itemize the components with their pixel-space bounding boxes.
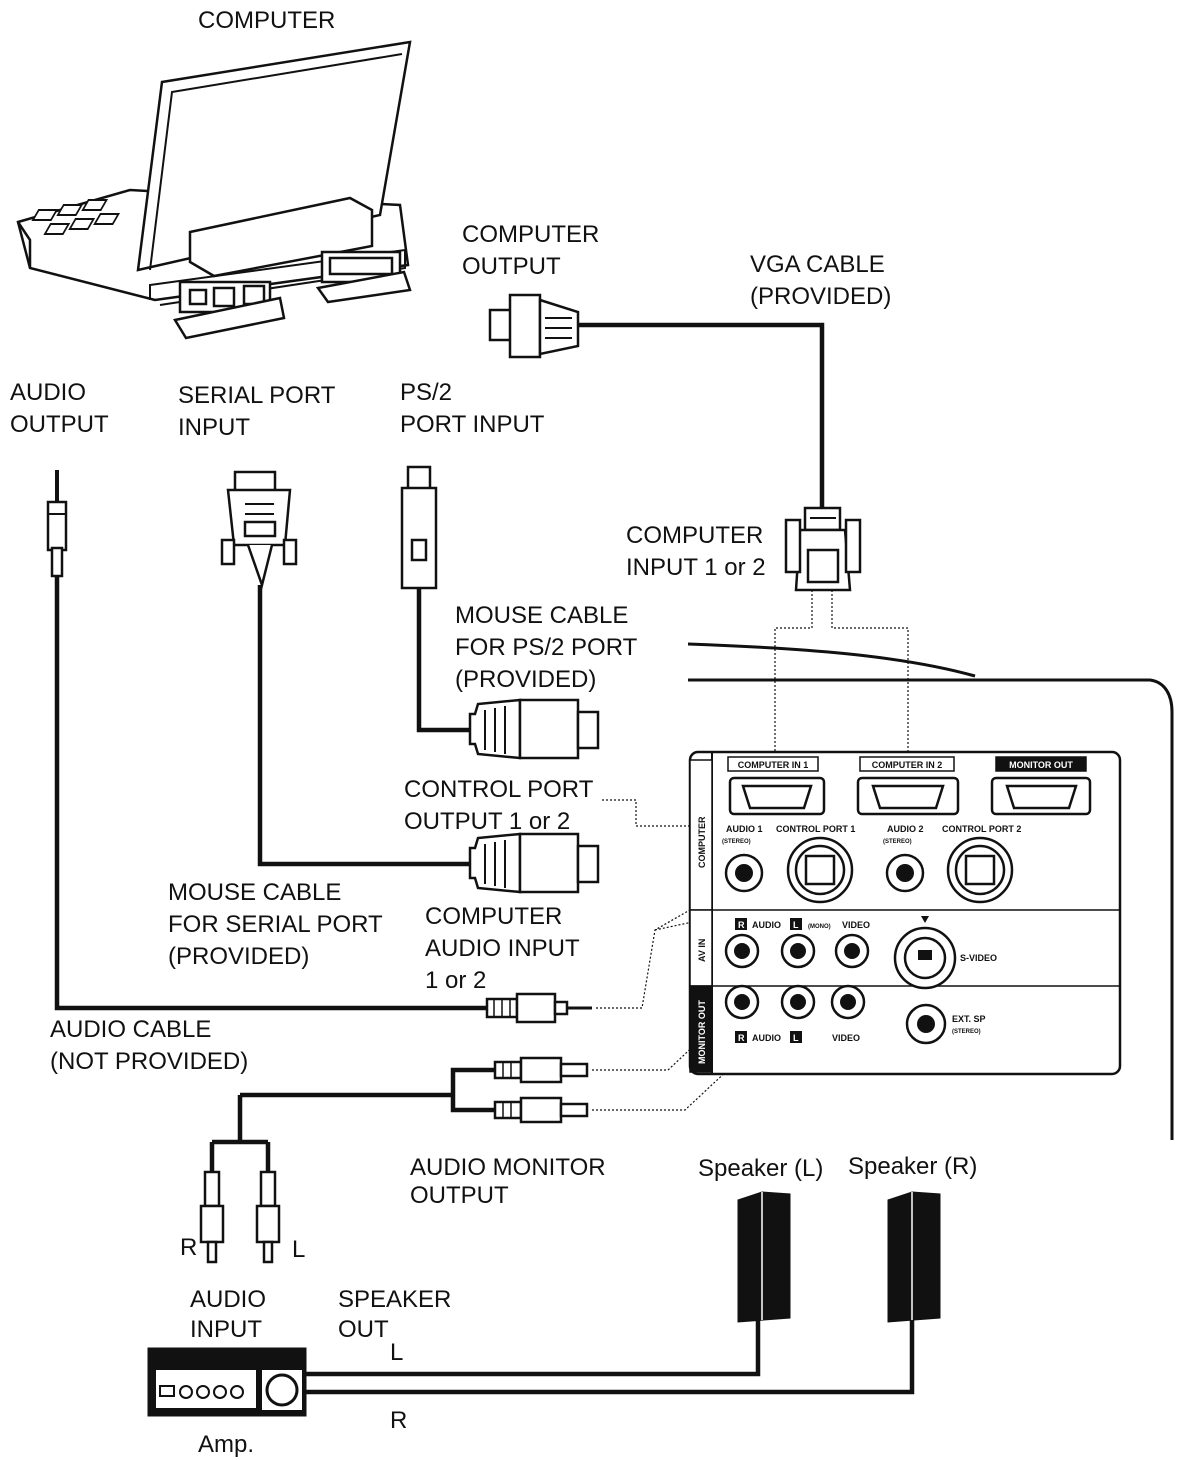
ps2-connector <box>400 465 438 590</box>
computer-input-connector <box>784 506 862 592</box>
label-speaker-out-1: SPEAKER <box>338 1286 451 1313</box>
label-computer-output-2: OUTPUT <box>462 253 561 280</box>
label-serial-port-input-1: SERIAL PORT <box>178 382 336 409</box>
panel-r-badge: R <box>738 920 745 930</box>
projector-rear-panel <box>688 750 1122 1076</box>
speaker-right <box>887 1191 941 1323</box>
panel-side-computer: COMPUTER <box>697 816 707 868</box>
panel-mono: (MONO) <box>808 924 831 930</box>
serial-port-connector <box>220 470 298 590</box>
panel-audio-word: AUDIO <box>752 920 781 930</box>
panel-side-av-in: AV IN <box>697 939 707 962</box>
panel-audio-1-stereo: (STEREO) <box>722 839 751 845</box>
vga-cable <box>578 322 825 510</box>
label-control-port-output-2: OUTPUT 1 or 2 <box>404 808 570 835</box>
label-computer-audio-input-1: COMPUTER <box>425 903 562 930</box>
label-wire-l: L <box>390 1339 403 1366</box>
ps2-mouse-cable-wire <box>416 588 470 733</box>
speaker-left <box>737 1191 791 1323</box>
panel-r-badge-2: R <box>738 1033 745 1043</box>
label-plug-l: L <box>292 1236 305 1263</box>
label-vga-cable-2: (PROVIDED) <box>750 283 891 310</box>
panel-computer-in-1: COMPUTER IN 1 <box>738 760 809 770</box>
panel-control-port-1: CONTROL PORT 1 <box>776 824 855 834</box>
panel-audio-1: AUDIO 1 <box>726 824 763 834</box>
amplifier <box>147 1347 307 1417</box>
label-mouse-cable-serial-3: (PROVIDED) <box>168 943 309 970</box>
panel-control-port-2: CONTROL PORT 2 <box>942 824 1021 834</box>
audio-cable-plug <box>485 992 592 1024</box>
panel-audio-word-2: AUDIO <box>752 1033 781 1043</box>
label-audio-cable-1: AUDIO CABLE <box>50 1016 211 1043</box>
audio-monitor-plugs <box>209 1056 589 1172</box>
label-serial-port-input-2: INPUT <box>178 414 250 441</box>
label-amp: Amp. <box>198 1431 254 1458</box>
panel-audio-2-stereo: (STEREO) <box>883 839 912 845</box>
label-computer-input-1: COMPUTER <box>626 522 763 549</box>
panel-video: VIDEO <box>842 920 870 930</box>
label-audio-input-2: INPUT <box>190 1316 262 1343</box>
label-ps2-port-input-2: PORT INPUT <box>400 411 545 438</box>
label-plug-r: R <box>180 1234 197 1261</box>
label-vga-cable-1: VGA CABLE <box>750 251 885 278</box>
label-ps2-port-input-1: PS/2 <box>400 379 452 406</box>
audio-cable-wire <box>54 576 487 1011</box>
label-audio-monitor-output-2: OUTPUT <box>410 1182 509 1209</box>
panel-l-badge-2: L <box>793 1033 799 1043</box>
audio-output-plug <box>46 470 68 578</box>
speaker-wire-r <box>306 1318 915 1395</box>
panel-ext-sp-stereo: (STEREO) <box>952 1029 981 1035</box>
amp-rca-plugs <box>199 1170 281 1264</box>
label-speaker-r: Speaker (R) <box>848 1153 977 1180</box>
panel-side-monitor-out: MONITOR OUT <box>697 1000 707 1064</box>
panel-monitor-out: MONITOR OUT <box>1009 760 1073 770</box>
serial-mouse-plug <box>468 832 600 894</box>
label-computer-audio-input-2: AUDIO INPUT <box>425 935 580 962</box>
label-computer-input-2: INPUT 1 or 2 <box>626 554 766 581</box>
label-speaker-out-2: OUT <box>338 1316 389 1343</box>
label-computer: COMPUTER <box>198 7 335 34</box>
panel-video-2: VIDEO <box>832 1033 860 1043</box>
label-control-port-output-1: CONTROL PORT <box>404 776 594 803</box>
panel-audio-2: AUDIO 2 <box>887 824 924 834</box>
label-audio-cable-2: (NOT PROVIDED) <box>50 1048 248 1075</box>
panel-computer-in-2: COMPUTER IN 2 <box>872 760 943 770</box>
label-audio-output-2: OUTPUT <box>10 411 109 438</box>
panel-s-video: S-VIDEO <box>960 953 997 963</box>
label-mouse-cable-serial-2: FOR SERIAL PORT <box>168 911 383 938</box>
label-audio-input-1: AUDIO <box>190 1286 266 1313</box>
label-speaker-l: Speaker (L) <box>698 1155 823 1182</box>
speaker-wire-l <box>306 1318 761 1377</box>
panel-l-badge: L <box>793 920 799 930</box>
label-audio-output-1: AUDIO <box>10 379 86 406</box>
computer-output-connector <box>488 293 580 359</box>
ps2-mouse-plug <box>468 698 600 760</box>
serial-mouse-cable-wire <box>257 585 470 867</box>
laptop-computer <box>16 40 412 340</box>
label-computer-output-1: COMPUTER <box>462 221 599 248</box>
label-mouse-cable-ps2-1: MOUSE CABLE <box>455 602 628 629</box>
panel-ext-sp: EXT. SP <box>952 1014 986 1024</box>
label-computer-audio-input-3: 1 or 2 <box>425 967 486 994</box>
label-mouse-cable-serial-1: MOUSE CABLE <box>168 879 341 906</box>
label-wire-r: R <box>390 1407 407 1434</box>
label-audio-monitor-output-1: AUDIO MONITOR <box>410 1154 606 1181</box>
label-mouse-cable-ps2-2: FOR PS/2 PORT <box>455 634 638 661</box>
label-mouse-cable-ps2-3: (PROVIDED) <box>455 666 596 693</box>
